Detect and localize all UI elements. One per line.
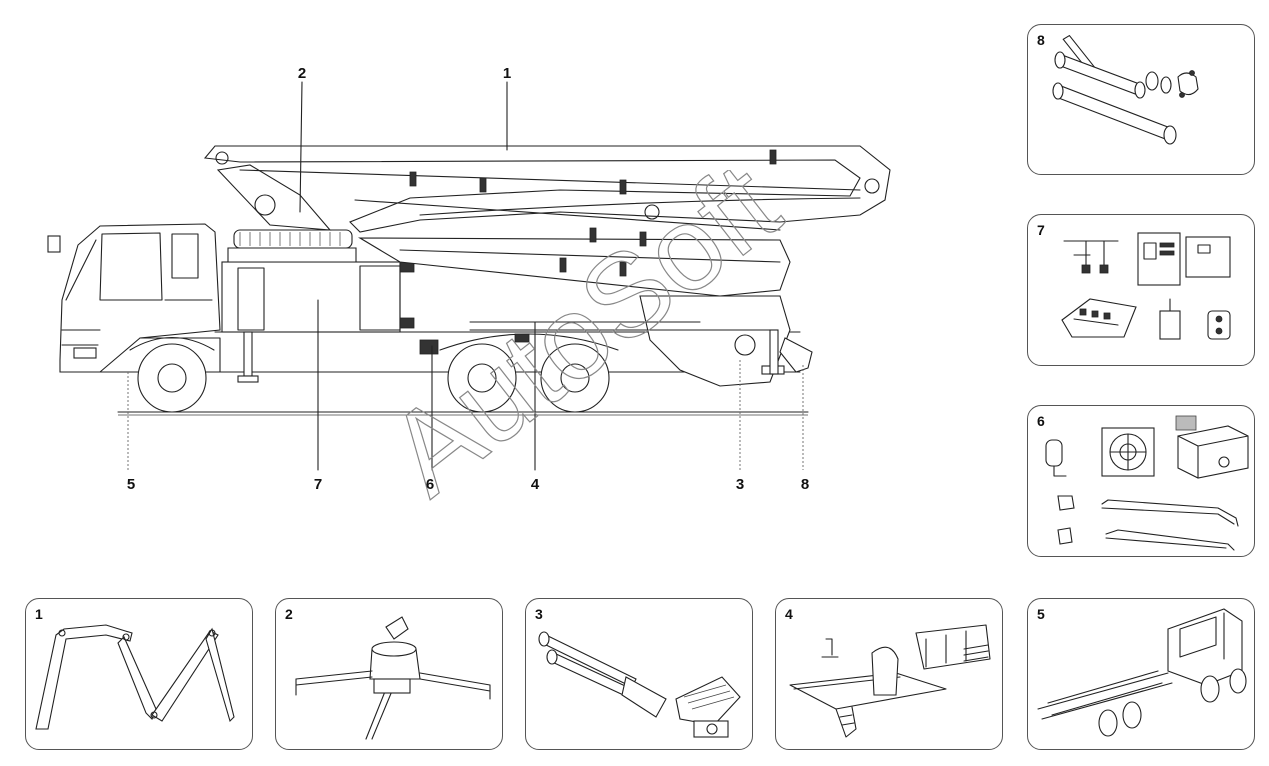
callout-4: 4 [530, 476, 540, 493]
hopper-illustration [538, 631, 741, 738]
panel-number: 7 [1037, 222, 1045, 238]
panel-6-hydraulics[interactable]: 6 [1027, 405, 1255, 557]
panel-number: 1 [35, 606, 43, 622]
panel-number: 4 [785, 606, 793, 622]
callout-1: 1 [502, 65, 512, 82]
truck-cab [47, 223, 221, 373]
callout-5: 5 [126, 476, 136, 493]
rear-wheel-1 [447, 343, 517, 413]
discharge-pipe [779, 337, 813, 373]
rear-outrigger [769, 329, 779, 375]
rear-wheel-2 [540, 343, 610, 413]
pipes-illustration [1052, 34, 1199, 145]
panel-number: 8 [1037, 32, 1045, 48]
panel-number: 6 [1037, 413, 1045, 429]
callout-3: 3 [735, 476, 745, 493]
hydraulics-illustration [1045, 415, 1249, 551]
callout-7: 7 [313, 476, 323, 493]
callout-6: 6 [425, 476, 435, 493]
front-wheel [137, 343, 207, 413]
electrics-illustration [1061, 232, 1231, 340]
panel-number: 5 [1037, 606, 1045, 622]
panel-number: 2 [285, 606, 293, 622]
subframe-box [221, 261, 415, 333]
callout-2: 2 [297, 65, 307, 82]
panel-5-chassis[interactable]: 5 [1027, 598, 1255, 750]
valve-block [419, 339, 439, 355]
front-outrigger [237, 331, 259, 383]
panel-1-boom[interactable]: 1 [25, 598, 253, 750]
hydraulic-frame [469, 321, 701, 343]
subframe-illustration [789, 624, 991, 738]
turret-illustration [295, 616, 491, 740]
panel-4-subframe[interactable]: 4 [775, 598, 1003, 750]
panel-7-electrics[interactable]: 7 [1027, 214, 1255, 366]
panel-2-turret[interactable]: 2 [275, 598, 503, 750]
callout-8: 8 [800, 476, 810, 493]
panel-number: 3 [535, 606, 543, 622]
boom-illustration [35, 624, 235, 730]
panel-3-hopper[interactable]: 3 [525, 598, 753, 750]
panel-8-pipes[interactable]: 8 [1027, 24, 1255, 175]
turret [216, 164, 357, 263]
boom [203, 145, 891, 297]
chassis-illustration [1037, 608, 1247, 737]
